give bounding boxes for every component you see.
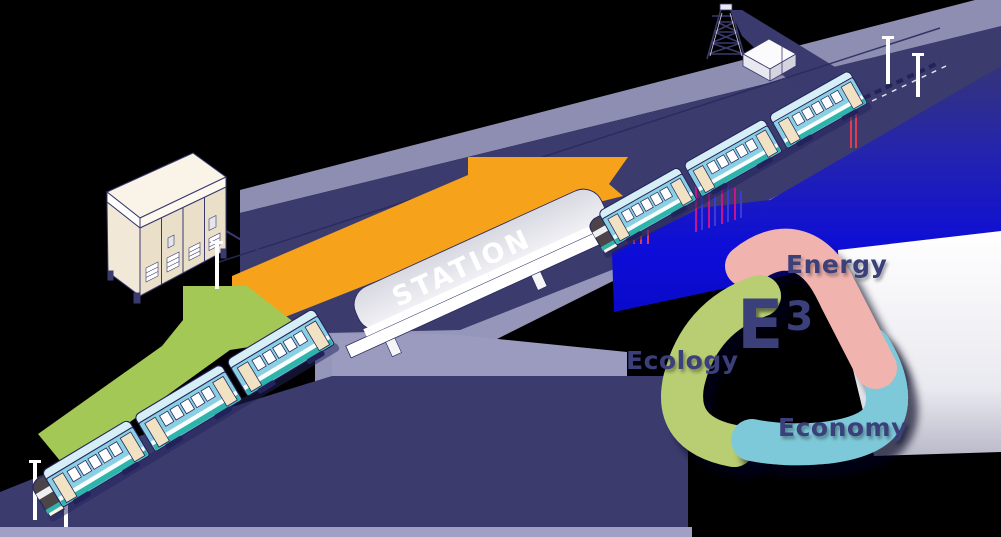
transmission-tower-icon	[706, 3, 746, 60]
regen-power-arrow	[232, 157, 628, 330]
emblem-ecology-arm	[661, 275, 781, 467]
e3-emblem	[661, 228, 908, 467]
catenary-wire	[218, 27, 941, 263]
substation-cabinet-icon	[106, 152, 227, 304]
substation-feeder-cable	[225, 230, 273, 259]
e3-logo-text: E3	[737, 292, 813, 360]
ground-floor-strip	[0, 527, 692, 537]
ground-light-apron	[332, 334, 627, 376]
feed-power-arrow	[38, 286, 313, 468]
power-building-icon	[742, 38, 797, 82]
track-rails	[863, 60, 941, 100]
ecology-label: Ecology	[626, 346, 739, 375]
catenary-mast-icon	[916, 53, 920, 97]
e3-exponent: 3	[785, 294, 814, 340]
track-ties	[871, 65, 947, 102]
ground-navy-apron	[0, 376, 688, 528]
economy-label: Economy	[778, 413, 908, 442]
emblem-energy-arm-cap	[819, 277, 897, 389]
energy-label: Energy	[786, 250, 888, 279]
catenary-mast-icon	[215, 241, 219, 289]
e3-letter: E	[737, 286, 784, 365]
catenary-mast-icon	[886, 36, 890, 84]
